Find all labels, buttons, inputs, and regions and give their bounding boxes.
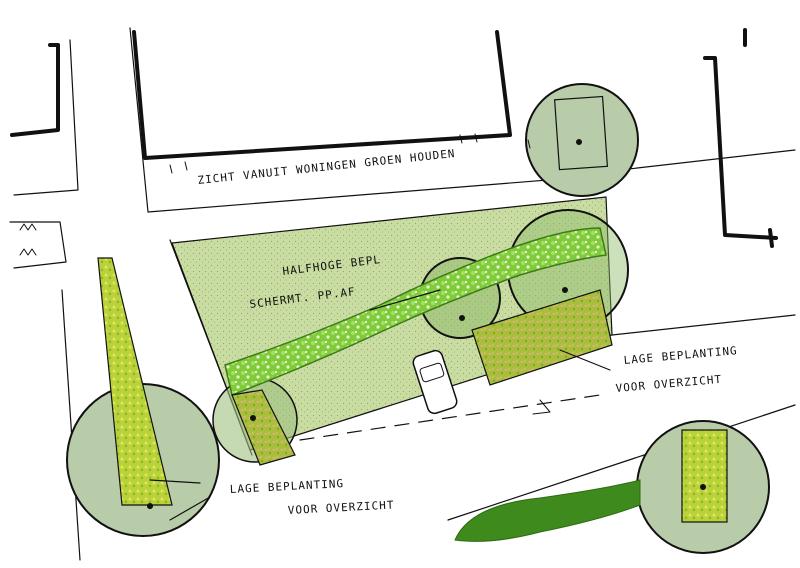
dark-hedge-bottom: [454, 479, 641, 542]
building-outline-right: [703, 28, 778, 248]
label-low-planting-right-line2: VOOR OVERZICHT: [615, 373, 722, 395]
building-outline-top: [132, 30, 512, 160]
grass-ticks: [19, 133, 531, 256]
label-low-planting-bottom-line2: VOOR OVERZICHT: [287, 498, 394, 517]
leader-lines: [149, 289, 611, 521]
tree-trunks: [250, 287, 568, 421]
building-outline-left: [10, 43, 60, 137]
half-height-hedge: [224, 227, 607, 397]
label-low-planting-bottom-line1: LAGE BEPLANTING: [229, 477, 344, 496]
low-planting-strip-left: [97, 257, 173, 506]
low-planting-bed-right: [471, 289, 613, 386]
low-planting-bed-left: [231, 389, 296, 466]
low-planting-bed-bottom-right: [681, 429, 728, 523]
parked-car: [412, 349, 458, 415]
label-low-planting-right-line1: LAGE BEPLANTING: [623, 344, 738, 367]
tree-canopy-top-right: [525, 83, 639, 197]
